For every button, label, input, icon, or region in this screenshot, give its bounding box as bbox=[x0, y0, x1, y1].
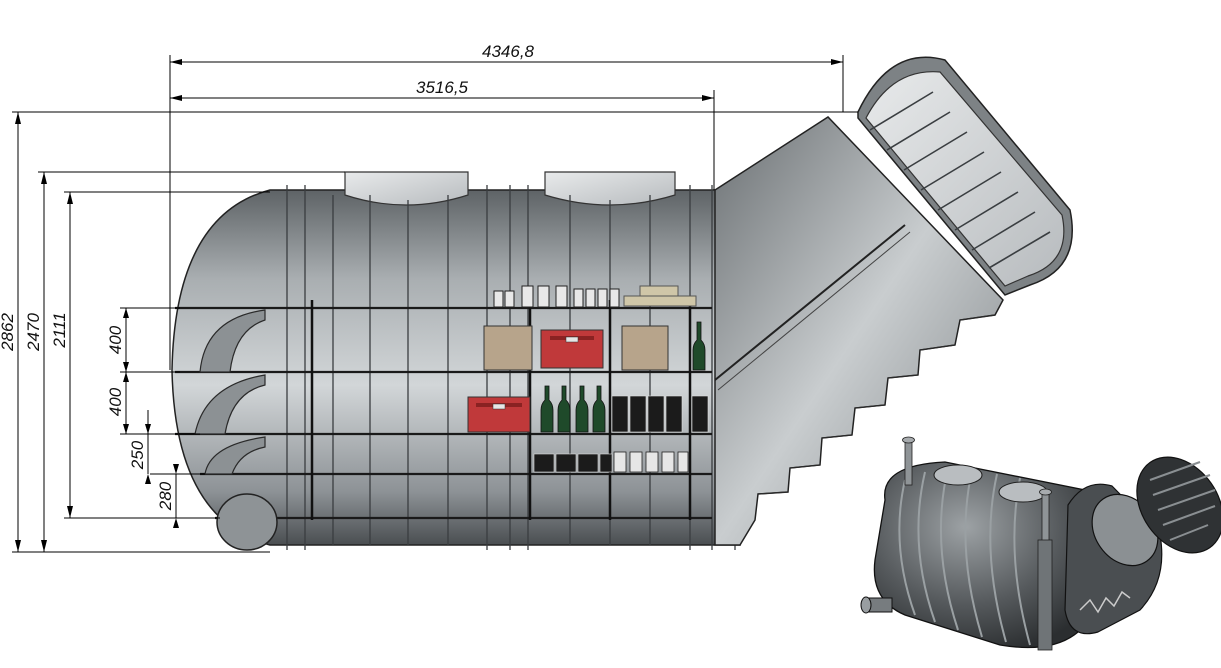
dim-body-length: 3516,5 bbox=[416, 78, 469, 97]
shelf-contents bbox=[467, 285, 709, 473]
dimension-lines: 4346,8 3516,5 2862 2470 2111 400 4 bbox=[0, 42, 858, 553]
red-crate-2 bbox=[467, 396, 531, 433]
iso-lid bbox=[1136, 456, 1221, 554]
dim-shelf-3: 250 bbox=[128, 440, 147, 470]
stacked-boxes bbox=[623, 285, 697, 307]
spiral-stair bbox=[194, 309, 266, 475]
dim-shelf-1: 400 bbox=[106, 325, 125, 354]
dim-height-to-neck: 2470 bbox=[24, 313, 43, 352]
top-hatch-right bbox=[544, 171, 676, 206]
iso-vent-pipe-3 bbox=[1037, 539, 1053, 651]
wine-bottle-single bbox=[692, 321, 706, 371]
dim-shelf-2: 400 bbox=[106, 387, 125, 416]
jars-top-row bbox=[493, 285, 620, 308]
cardboard-box-2 bbox=[621, 325, 669, 371]
dim-overall-length: 4346,8 bbox=[482, 42, 535, 61]
iso-vent-pipe-1 bbox=[904, 439, 913, 486]
cardboard-box-1 bbox=[483, 325, 533, 371]
dim-bottom-step: 280 bbox=[156, 481, 175, 511]
dark-jars-row bbox=[611, 395, 709, 433]
entrance-neck bbox=[714, 116, 1004, 546]
jars-low-row bbox=[613, 451, 689, 473]
red-crate-1 bbox=[540, 329, 604, 369]
dim-body-height: 2111 bbox=[50, 312, 69, 348]
wine-bottles bbox=[540, 385, 606, 433]
bottom-pipe bbox=[216, 493, 278, 551]
shelf-lines bbox=[175, 306, 712, 520]
top-hatch-left bbox=[344, 171, 469, 206]
entrance-lid bbox=[857, 56, 1073, 296]
isometric-view bbox=[860, 436, 1221, 651]
dim-total-height: 2862 bbox=[0, 313, 17, 352]
iso-hatch-1 bbox=[933, 464, 983, 486]
dark-boxes-low bbox=[533, 453, 613, 473]
